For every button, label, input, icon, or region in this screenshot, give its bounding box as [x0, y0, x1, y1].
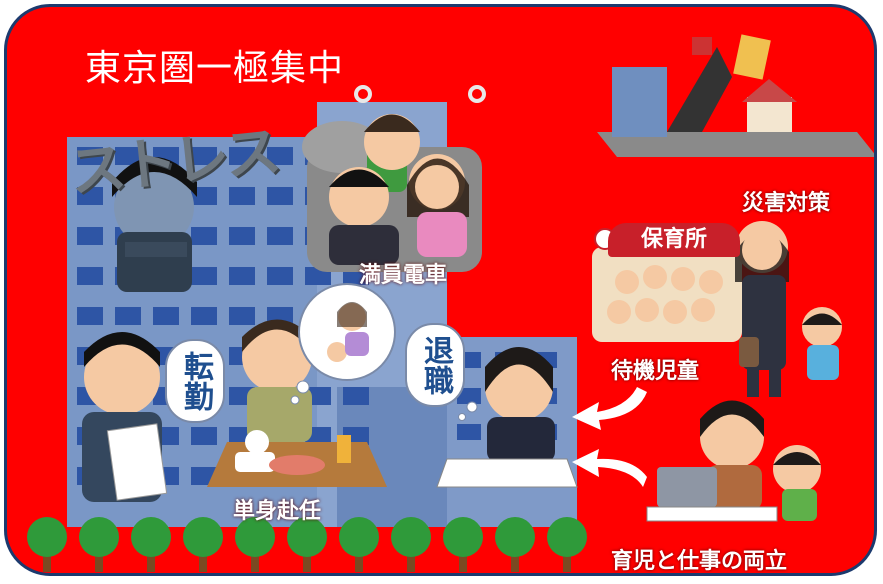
window-pane — [267, 147, 293, 165]
packed-train-crowd — [302, 85, 486, 272]
nursery-building — [592, 228, 742, 342]
tree-crown — [547, 517, 587, 557]
window-pane — [229, 187, 255, 205]
window-pane — [77, 227, 103, 245]
tree-row — [27, 517, 587, 572]
tree-crown — [495, 517, 535, 557]
label-packed-train: 満員電車 — [359, 263, 448, 288]
transfer-man — [82, 332, 168, 502]
transfer-text: 転勤 — [178, 351, 213, 411]
window-pane — [191, 227, 217, 245]
retire-text: 退職 — [418, 335, 453, 395]
window-pane — [267, 187, 293, 205]
window-pane — [115, 307, 141, 325]
window-pane — [267, 267, 293, 285]
window-pane — [77, 267, 103, 285]
transfer-bubble: 転勤 — [165, 339, 225, 423]
retire-bubble: 退職 — [405, 323, 465, 407]
working-mother — [646, 400, 821, 522]
label-waiting-children: 待機児童 — [611, 359, 700, 384]
window-pane — [267, 227, 293, 245]
label-disaster: 災害対策 — [742, 191, 831, 216]
window-pane — [77, 307, 103, 325]
tree-crown — [131, 517, 171, 557]
tree-crown — [183, 517, 223, 557]
earthquake-scene — [597, 34, 874, 157]
arrows — [572, 387, 647, 487]
tree-crown — [339, 517, 379, 557]
window-pane — [77, 187, 103, 205]
window-pane — [457, 388, 481, 404]
window-pane — [229, 227, 255, 245]
illustration — [27, 34, 874, 572]
window-pane — [153, 307, 179, 325]
label-single-posting: 単身赴任 — [233, 499, 322, 524]
tree-crown — [391, 517, 431, 557]
window-pane — [229, 147, 255, 165]
window-pane — [457, 424, 481, 440]
window-pane — [229, 307, 255, 325]
mother-and-child — [735, 221, 842, 397]
window-pane — [191, 267, 217, 285]
window-pane — [191, 187, 217, 205]
tree-crown — [287, 517, 327, 557]
tree-crown — [79, 517, 119, 557]
nursery-sign: 保育所 — [608, 223, 740, 257]
window-pane — [343, 387, 369, 405]
window-pane — [191, 307, 217, 325]
tree-crown — [235, 517, 275, 557]
retiring-woman — [436, 347, 578, 488]
window-pane — [191, 427, 217, 445]
window-pane — [191, 147, 217, 165]
poster-frame: 東京圏一極集中 ストレス 転勤 退職 保育所 満員電車 災害対策 待機児童 単身… — [4, 4, 877, 576]
tree-crown — [27, 517, 67, 557]
page-title: 東京圏一極集中 — [85, 48, 345, 89]
window-pane — [229, 267, 255, 285]
tree-crown — [443, 517, 483, 557]
label-work-childcare: 育児と仕事の両立 — [611, 549, 788, 574]
single-posting-man — [207, 319, 387, 487]
thought-bubble-family — [290, 283, 396, 405]
window-pane — [77, 147, 103, 165]
stressed-man — [112, 157, 197, 292]
window-pane — [115, 147, 141, 165]
